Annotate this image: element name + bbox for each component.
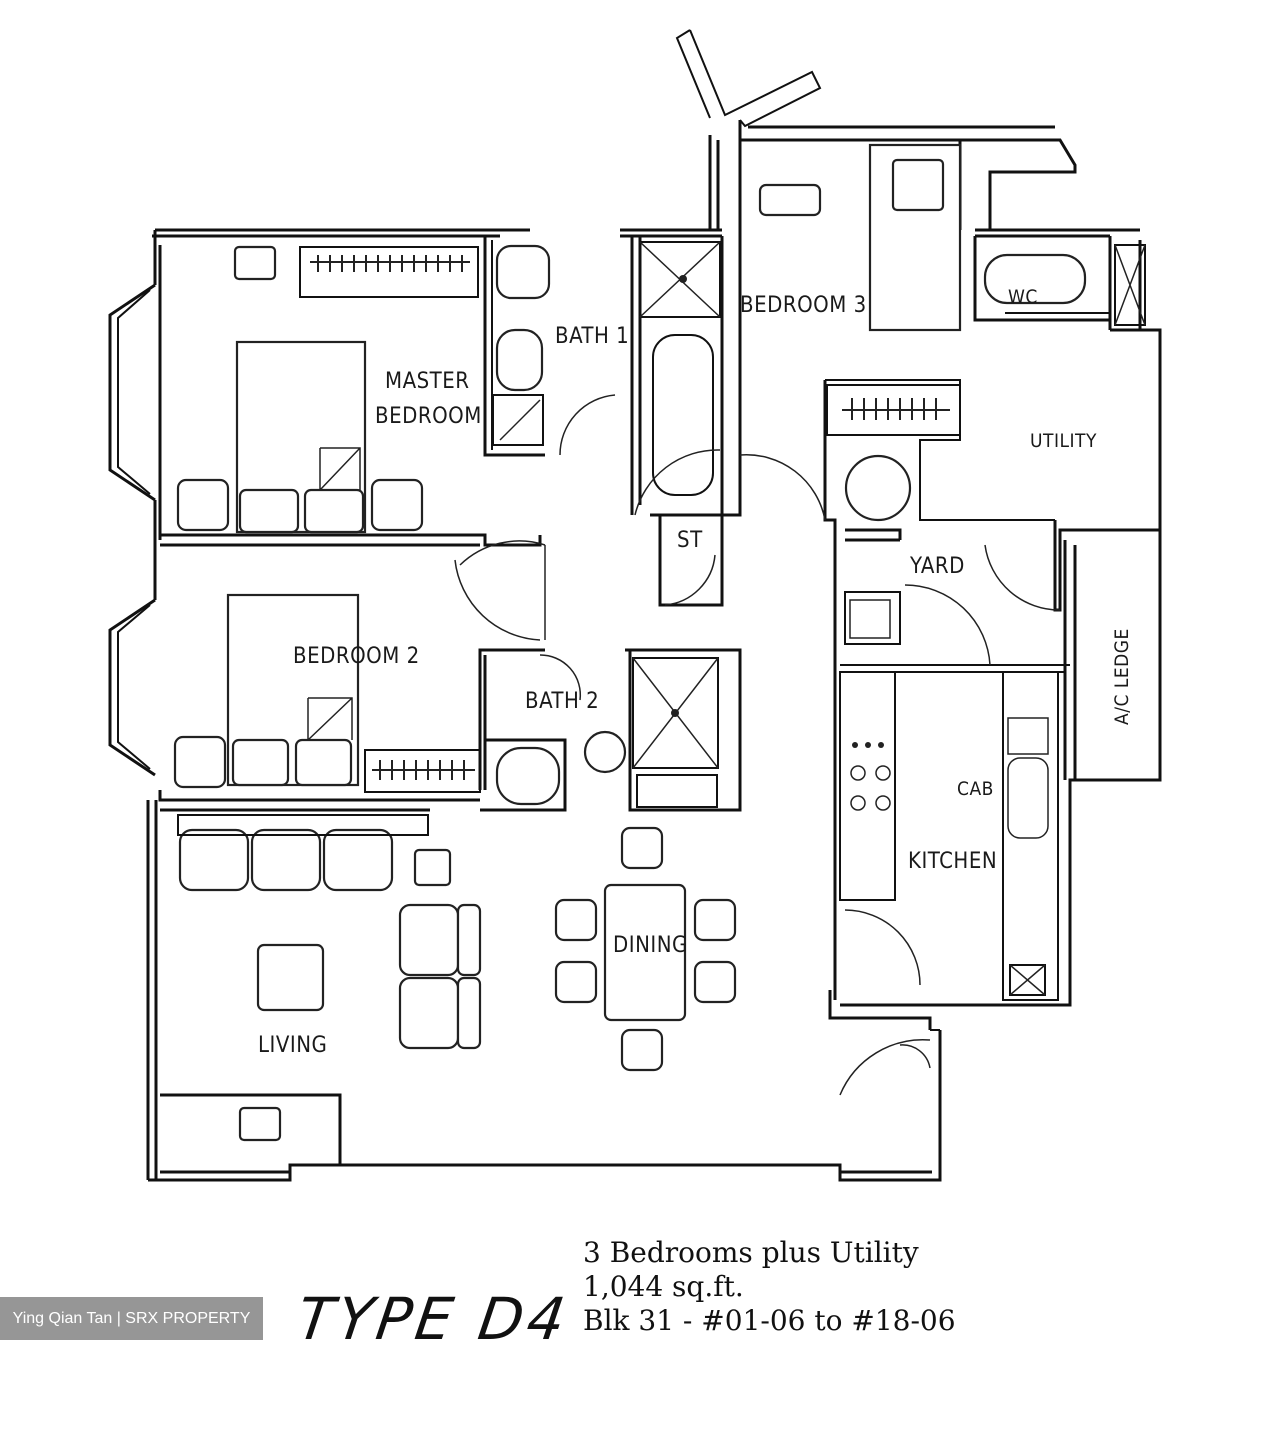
label-ac-ledge: A/C LEDGE bbox=[1111, 628, 1133, 725]
plan-caption: 3 Bedrooms plus Utility 1,044 sq.ft. Blk… bbox=[583, 1236, 956, 1338]
watermark-badge: Ying Qian Tan | SRX PROPERTY bbox=[0, 1297, 263, 1340]
caption-bedrooms: 3 Bedrooms plus Utility bbox=[583, 1236, 919, 1269]
kitchen-fixtures bbox=[839, 591, 1059, 1001]
caption-units: Blk 31 - #01-06 to #18-06 bbox=[583, 1304, 956, 1337]
wardrobes bbox=[299, 246, 961, 793]
living-furniture bbox=[177, 814, 482, 1142]
label-bath-2: BATH 2 bbox=[525, 689, 599, 714]
plan-type-title: TYPE D4 bbox=[293, 1285, 574, 1353]
bedroom2-furniture bbox=[173, 593, 360, 789]
label-cabinet: CAB bbox=[957, 778, 994, 800]
floor-plan: MASTER BEDROOM BATH 1 BEDROOM 3 WC UTILI… bbox=[108, 29, 1162, 1182]
label-bedroom-3: BEDROOM 3 bbox=[740, 293, 867, 318]
bath2-fixtures bbox=[495, 657, 719, 808]
label-bedroom-2: BEDROOM 2 bbox=[293, 644, 420, 669]
caption-area: 1,044 sq.ft. bbox=[583, 1270, 744, 1303]
label-bath-1: BATH 1 bbox=[555, 324, 629, 349]
door-swings bbox=[454, 449, 1061, 1096]
label-master-bedroom-2: BEDROOM bbox=[375, 404, 482, 429]
outer-walls bbox=[108, 29, 1162, 1182]
dining-furniture bbox=[554, 826, 737, 1072]
label-living: LIVING bbox=[258, 1033, 327, 1058]
bedroom3-furniture bbox=[758, 143, 962, 522]
label-store: ST bbox=[677, 528, 703, 553]
label-wc: WC bbox=[1008, 286, 1038, 308]
label-dining: DINING bbox=[613, 933, 688, 958]
label-utility: UTILITY bbox=[1030, 430, 1097, 452]
wc-fixtures bbox=[983, 244, 1146, 326]
master-bedroom-furniture bbox=[176, 245, 424, 534]
label-master-bedroom-1: MASTER bbox=[385, 369, 470, 394]
label-yard: YARD bbox=[909, 554, 965, 579]
bath1-fixtures bbox=[492, 241, 721, 496]
label-kitchen: KITCHEN bbox=[908, 849, 997, 874]
